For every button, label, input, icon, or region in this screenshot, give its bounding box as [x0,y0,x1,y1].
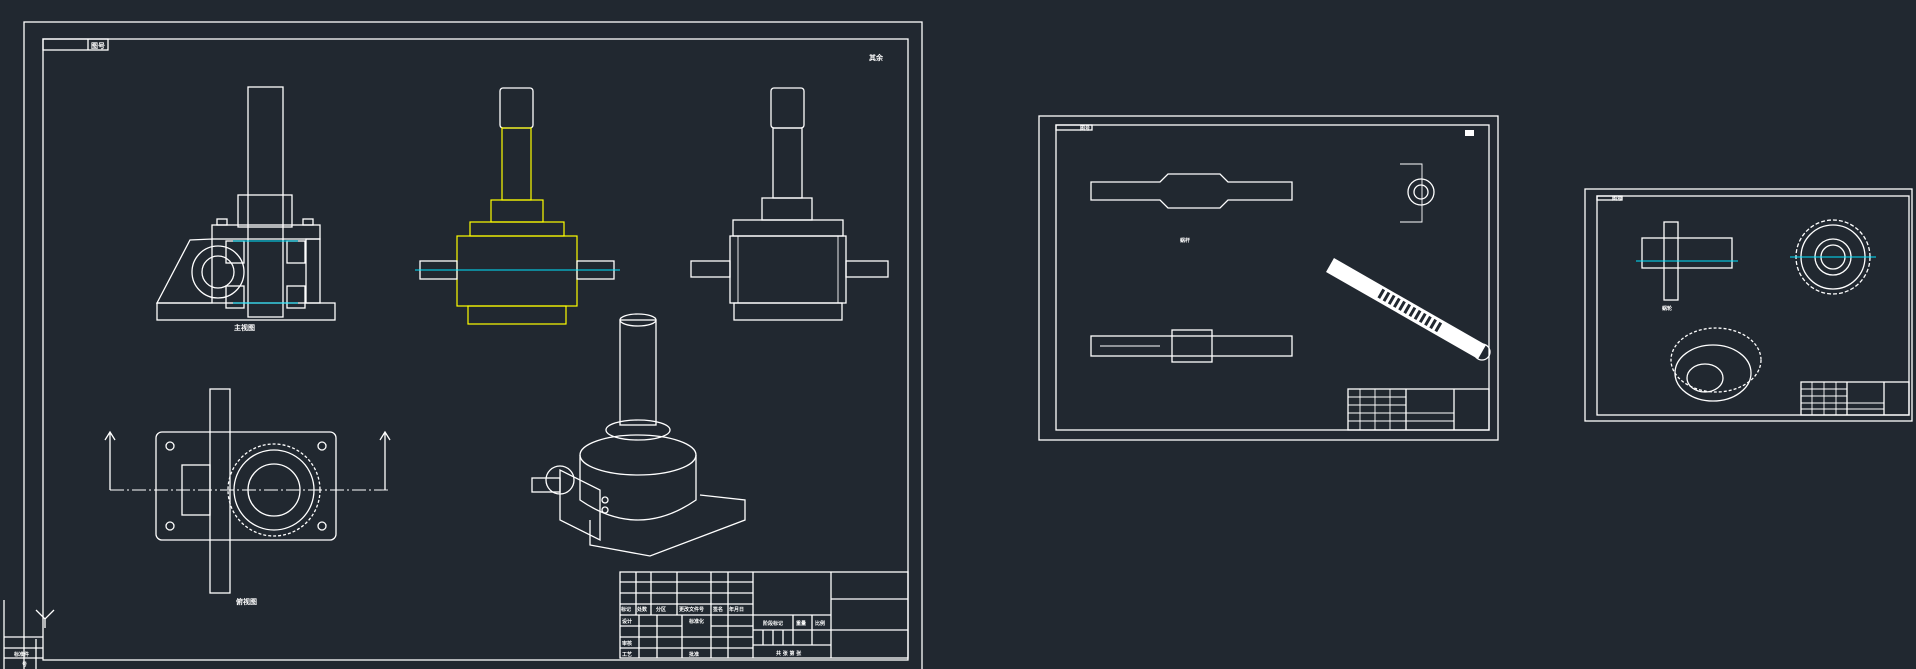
worm-side[interactable] [1090,329,1293,363]
tb-sheets: 共 张 第 张 [776,650,802,657]
sheet-1-tab: 图号 [42,38,109,51]
tb-header-date: 年月日 [729,606,744,613]
worm-section[interactable]: 蜗杆 [1090,173,1293,244]
wheel-isometric[interactable] [1670,327,1762,402]
sheet-3-tab-label: 图号 [1612,195,1622,202]
sheet-3-title-block [1800,381,1910,416]
wheel-front[interactable] [1790,219,1876,295]
tb-stage-mark: 阶段标记 [763,620,783,627]
tb-scale: 比例 [815,620,825,627]
worm-end-view[interactable] [1400,163,1435,223]
view-label-top: 俯视图 [236,597,257,606]
tb-weight: 重量 [796,620,806,627]
wheel-section[interactable]: 蜗轮 [1636,221,1738,312]
view-label-section: 主视图 [234,323,255,332]
top-view[interactable]: 俯视图 [104,388,391,606]
tb-header-mark: 标记 [620,606,631,613]
sheet-2-inner-border [1055,124,1490,431]
side-view[interactable] [690,87,889,321]
worm-isometric[interactable] [1326,258,1491,361]
tb-header-signature: 签名 [712,606,723,613]
tb-design: 设计 [622,618,632,625]
bottom-left-label: 标准件 [13,651,29,658]
sheet-2-tab-label: 图号 [1080,125,1090,132]
title-block: 标记 处数 分区 更改文件号 签名 年月日 设计 标准化 审核 工艺 批准 阶段… [619,571,909,659]
front-view-selected[interactable] [415,87,620,325]
sheet-2-view-label: 蜗杆 [1180,237,1190,244]
sheet-2-title-block [1347,388,1490,431]
tb-approve: 批准 [689,651,699,658]
sheet-3-outer-border [1584,188,1913,422]
sheet-3-inner-border [1596,195,1910,416]
tb-header-zone: 分区 [656,606,666,613]
tb-review: 审核 [622,640,632,647]
roughness-symbol-icon [35,609,55,628]
tab-label: 图号 [91,41,105,50]
roughness-note: 其余 [869,53,884,62]
sheet-1-outer-border [23,21,923,669]
tb-process: 工艺 [622,651,632,658]
tb-header-count: 处数 [636,606,648,613]
bottom-left-sub: 号 [22,661,27,668]
sheet-1-inner-border [42,38,909,661]
section-view[interactable]: 主视图 [155,86,336,332]
isometric-view[interactable] [531,313,746,557]
tb-header-change-doc: 更改文件号 [679,606,704,613]
sheet-3-worm-wheel: 图号 蜗轮 [1584,188,1913,422]
bottom-left-box: 标准件 号 [3,600,55,669]
sheet-3-view-label: 蜗轮 [1662,305,1672,312]
sheet-1-assembly: 图号 其余 标准件 号 [3,21,923,669]
tb-standardize: 标准化 [688,618,704,625]
sheet-2-outer-border [1038,115,1499,441]
sheet-2-worm: 图号 蜗杆 [1038,115,1499,441]
